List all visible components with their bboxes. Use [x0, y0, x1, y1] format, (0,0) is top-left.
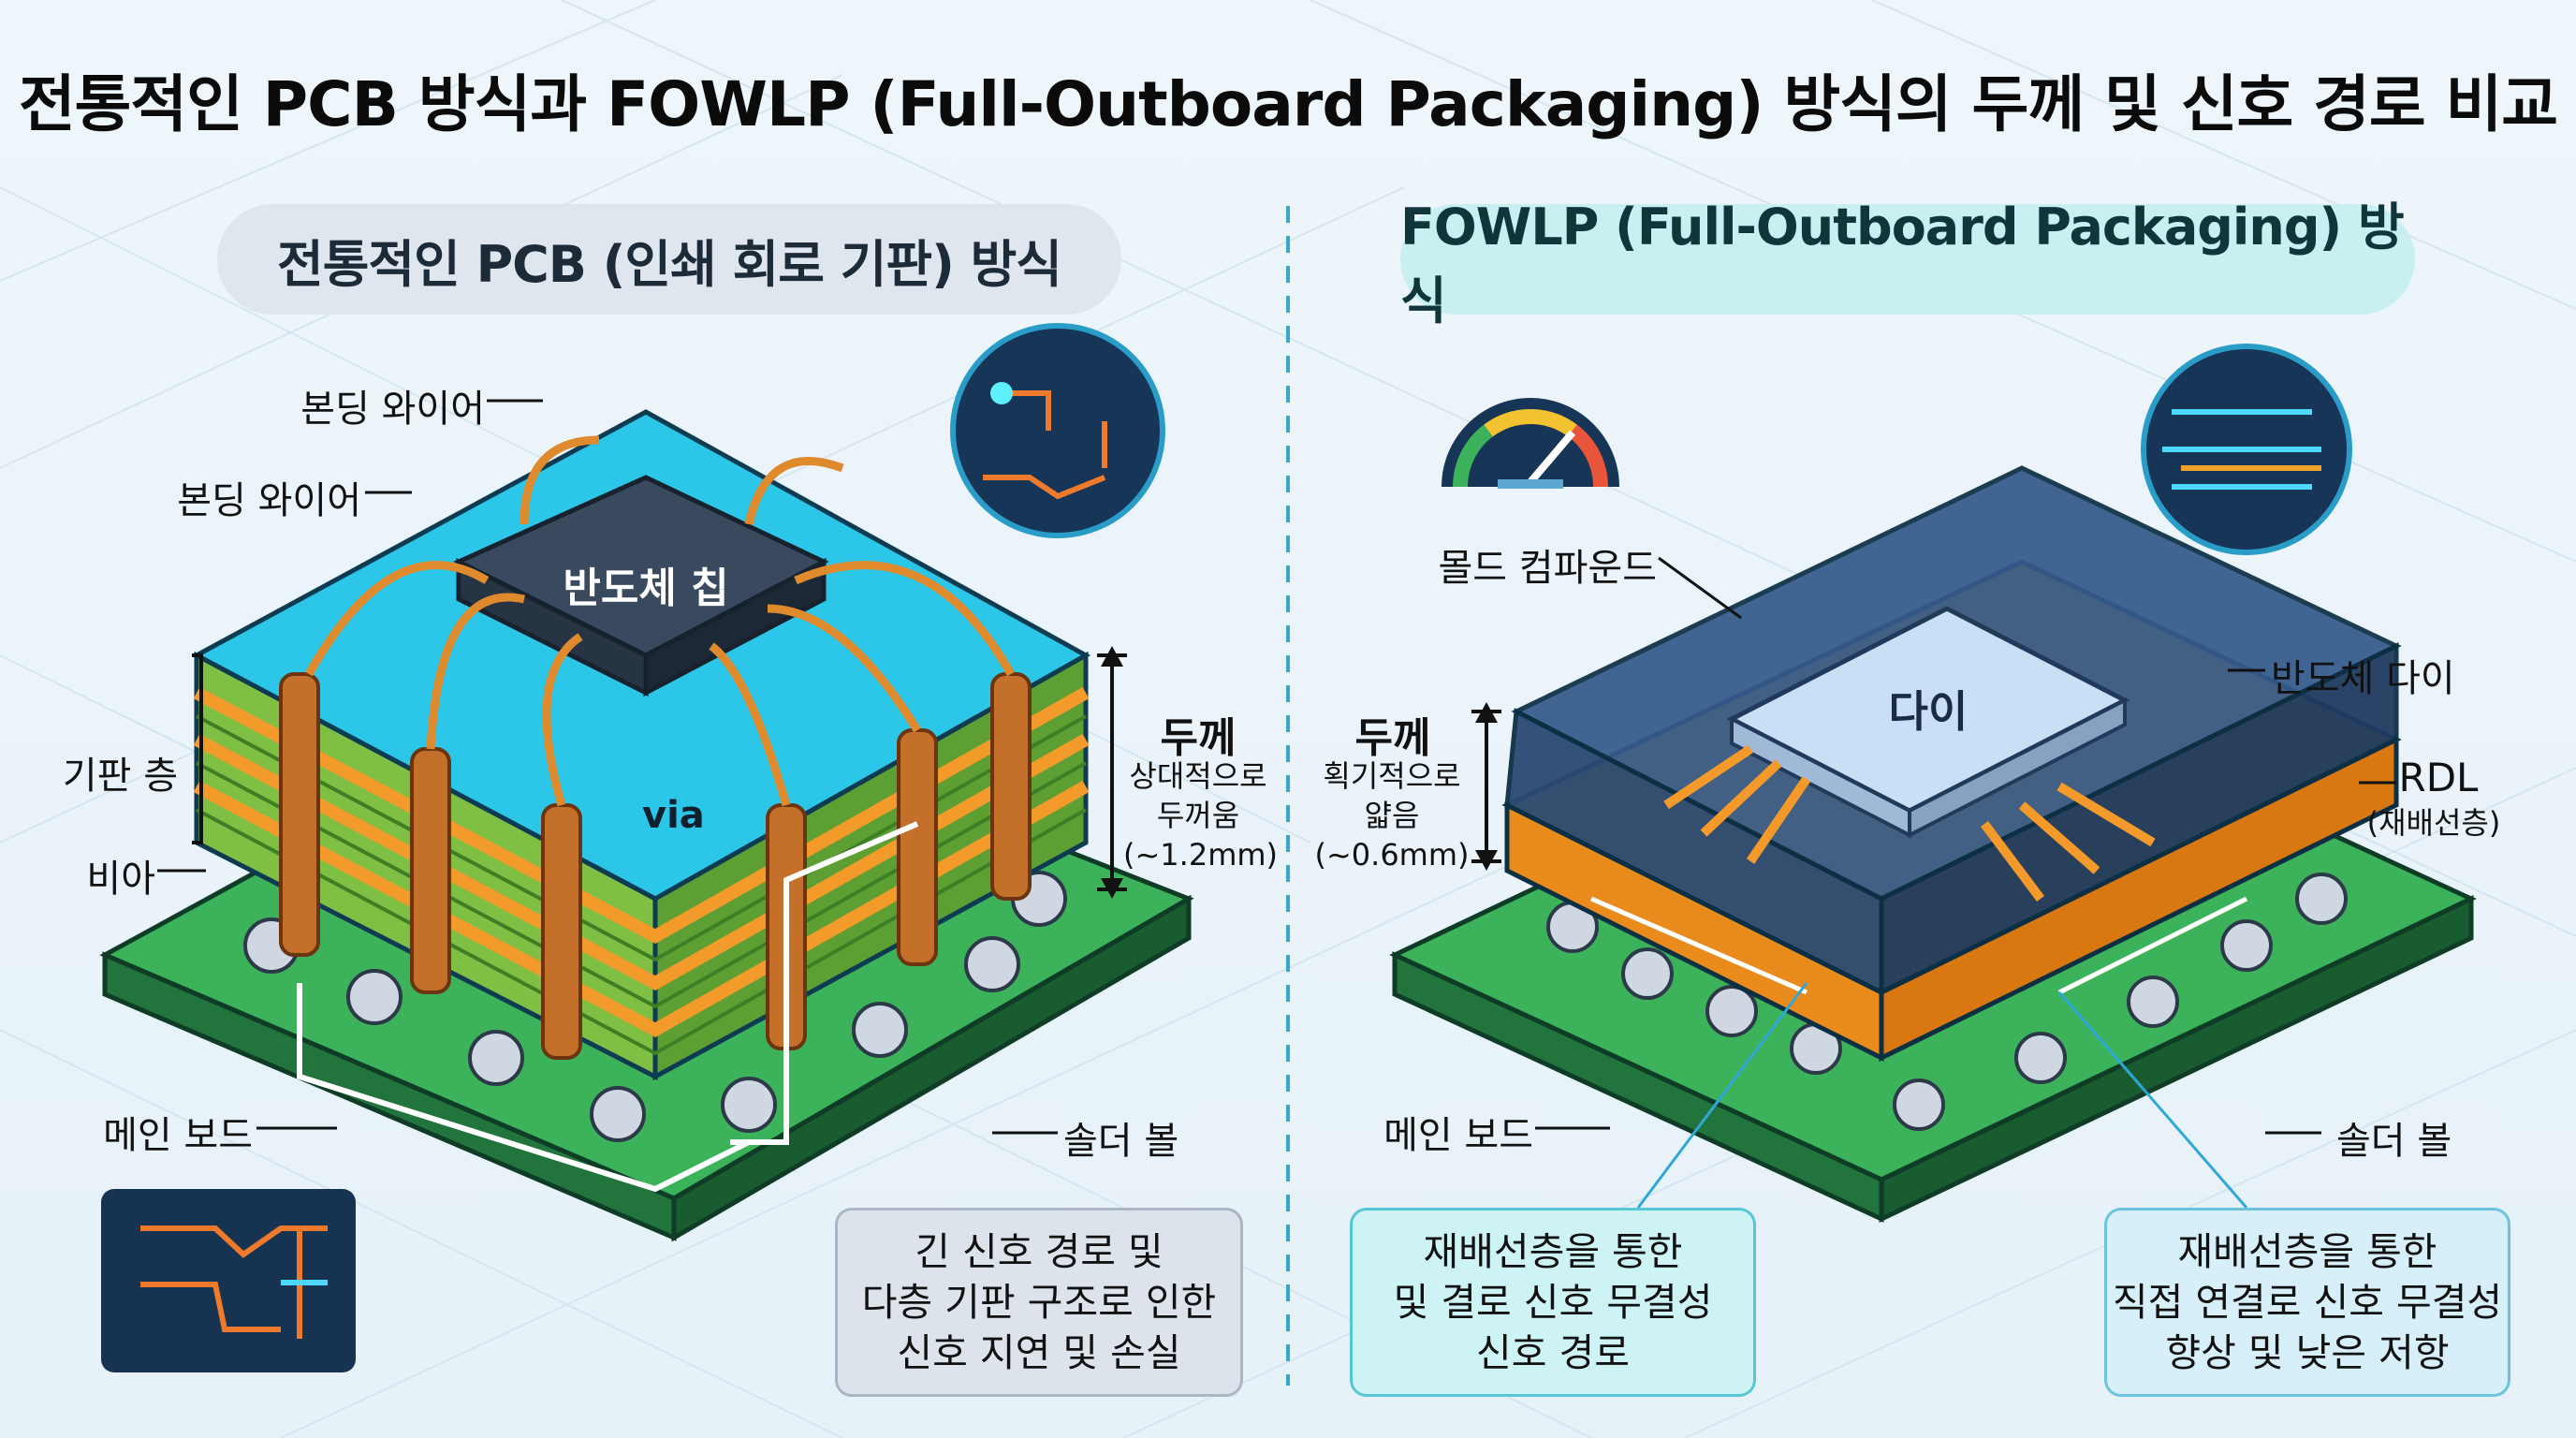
thickness-title-left: 두께	[1160, 714, 1237, 762]
thickness-title-right: 두께	[1354, 714, 1431, 762]
bonding-wire-label-1: 본딩 와이어	[300, 388, 485, 431]
via-label: 비아	[86, 858, 155, 901]
circuit-zoom-icon	[950, 323, 1165, 538]
page-title: 전통적인 PCB 방식과 FOWLP (Full-Outboard Packag…	[18, 68, 2558, 140]
main-board-label-left: 메인 보드	[103, 1114, 253, 1157]
die-inline-label: 다이	[1888, 686, 1969, 737]
circuit-schematic-icon	[101, 1189, 356, 1372]
mold-compound-label: 몰드 컴파운드	[1438, 547, 1657, 590]
main-board-label-right: 메인 보드	[1383, 1114, 1533, 1157]
right-heading: FOWLP (Full-Outboard Packaging) 방식	[1400, 198, 2415, 330]
right-note-box-2: 재배선층을 통한 직접 연결로 신호 무결성 향상 및 낮은 저항	[2104, 1208, 2510, 1397]
solder-ball-label-left: 솔더 볼	[1063, 1120, 1179, 1163]
left-heading: 전통적인 PCB (인쇄 회로 기판) 방식	[217, 204, 1121, 315]
thickness-desc-right: 획기적으로 얇음 (~0.6mm)	[1314, 758, 1470, 873]
thickness-desc-left: 상대적으로 두꺼움 (~1.2mm)	[1123, 758, 1279, 873]
die-label: 반도체 다이	[2271, 657, 2455, 700]
chip-label: 반도체 칩	[563, 565, 729, 612]
right-note-box-1: 재배선층을 통한 및 결로 신호 무결성 신호 경로	[1350, 1208, 1756, 1397]
bonding-wire-label-2: 본딩 와이어	[177, 479, 361, 522]
rdl-sub-label: (재배선층)	[2366, 805, 2501, 841]
solder-ball-label-right: 솔더 볼	[2336, 1120, 2452, 1163]
rdl-label: RDL	[2398, 755, 2479, 800]
via-inline-label: via	[642, 794, 705, 837]
substrate-layers-label: 기판 층	[62, 755, 178, 798]
speed-gauge-icon	[1442, 398, 1619, 489]
left-note-box: 긴 신호 경로 및 다층 기판 구조로 인한 신호 지연 및 손실	[835, 1208, 1243, 1397]
